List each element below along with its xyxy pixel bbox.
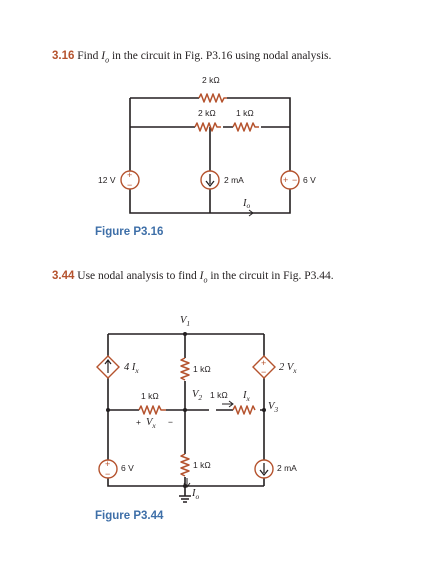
dep-left-sub: x — [134, 366, 139, 375]
io-var: I — [242, 198, 247, 209]
voltage-source-12v — [120, 170, 140, 190]
label-v1: V1 — [180, 315, 190, 328]
io-sub: o — [196, 492, 200, 501]
unknown-var: I — [101, 50, 106, 62]
resistor-2k-mid — [194, 122, 221, 132]
label-4ix: 4 Ix — [124, 362, 139, 375]
io-arrow-icon — [244, 209, 254, 217]
label-12v: 12 V — [98, 175, 116, 185]
dep-left-var: 4 I — [124, 362, 136, 373]
unknown-var-sub: o — [203, 275, 208, 285]
figure-label-p3-16: Figure P3.16 — [95, 226, 164, 238]
plus-sign: + — [105, 459, 110, 469]
minus-sign: − — [261, 367, 266, 377]
label-r-left: 1 kΩ — [141, 391, 159, 401]
ix-var: I — [242, 390, 247, 401]
node-v2-dot — [183, 408, 187, 412]
label-r-v2-v3: 1 kΩ — [210, 390, 228, 400]
label-io: Io — [191, 488, 200, 501]
label-ix: Ix — [242, 390, 251, 403]
label-r-center-bottom: 1 kΩ — [193, 460, 211, 470]
v2-sub: 2 — [198, 393, 202, 402]
io-sub: o — [247, 201, 251, 210]
voltage-source-6v — [98, 459, 118, 479]
minus-sign: − — [105, 469, 110, 479]
ix-arrow-icon — [222, 400, 234, 408]
dep-right-sub: x — [292, 366, 297, 375]
problem-3-44-statement: 3.44 Use nodal analysis to find Io in th… — [52, 270, 334, 284]
resistor-1k-v2-v3 — [232, 405, 256, 415]
node-dot — [106, 408, 110, 412]
label-r-mid-left: 2 kΩ — [198, 108, 216, 118]
label-r-top: 2 kΩ — [202, 75, 220, 85]
v1-sub: 1 — [186, 319, 190, 328]
unknown-var: I — [199, 270, 204, 282]
problem-number: 3.44 — [52, 270, 75, 282]
problem-text-rest: in the circuit in Fig. P3.44. — [207, 270, 334, 282]
arrow-up-icon — [104, 359, 112, 373]
ground-icon — [179, 495, 191, 503]
label-v3: V3 — [268, 401, 278, 414]
problem-3-16-statement: 3.16 Find Io in the circuit in Fig. P3.1… — [52, 50, 331, 64]
vx-var: V — [146, 417, 154, 428]
resistor-2k-top — [198, 93, 227, 103]
voltage-source-6v — [280, 170, 300, 190]
label-r-mid-right: 1 kΩ — [236, 108, 254, 118]
ix-sub: x — [246, 394, 251, 403]
minus-sign: − — [292, 175, 297, 185]
io-var: I — [191, 488, 196, 499]
plus-sign: + — [283, 175, 288, 185]
arrow-down-icon — [205, 174, 215, 188]
problem-number: 3.16 — [52, 50, 75, 62]
label-r-center-top: 1 kΩ — [193, 364, 211, 374]
label-6v: 6 V — [303, 175, 316, 185]
node-v3-dot — [262, 408, 266, 412]
problem-text-rest: in the circuit in Fig. P3.16 using nodal… — [109, 50, 332, 62]
label-vx-plus: + — [136, 417, 141, 427]
unknown-var-sub: o — [105, 55, 110, 65]
label-io: Io — [242, 198, 251, 210]
v3-var: V — [268, 401, 276, 412]
resistor-1k-left — [138, 405, 166, 415]
arrow-down-icon — [259, 463, 269, 477]
figure-label-p3-44: Figure P3.44 — [95, 510, 164, 522]
resistor-1k-center-top — [180, 357, 190, 381]
resistor-1k-mid — [232, 122, 259, 132]
problem-text: Use nodal analysis to find — [77, 270, 200, 282]
label-2ma: 2 mA — [224, 175, 244, 185]
v3-sub: 3 — [273, 405, 278, 414]
label-6v: 6 V — [121, 463, 134, 473]
problem-text: Find — [77, 50, 102, 62]
plus-sign: + — [261, 358, 266, 368]
label-vx: Vx — [146, 417, 156, 430]
vx-sub: x — [151, 421, 156, 430]
dependent-voltage-source-right — [252, 355, 276, 379]
minus-sign: − — [127, 180, 132, 190]
resistor-1k-center-bottom — [180, 453, 190, 477]
circuit-p3-16: + − + − 2 kΩ 2 kΩ 1 kΩ 12 V 2 mA 6 V Io — [98, 75, 316, 217]
v2-var: V — [192, 389, 200, 400]
label-2vx: 2 Vx — [279, 362, 297, 375]
dep-right-var: 2 V — [279, 362, 295, 373]
circuit-p3-44: + − + − V1 4 Ix 1 kΩ 2 Vx V2 1 kΩ Ix V3 … — [96, 315, 297, 503]
label-vx-minus: − — [168, 417, 173, 427]
label-v2: V2 — [192, 389, 202, 402]
io-arrow-icon — [183, 478, 191, 488]
wire — [129, 97, 291, 214]
label-2ma: 2 mA — [277, 463, 297, 473]
plus-sign: + — [127, 170, 132, 180]
node-v1-dot — [183, 332, 187, 336]
v1-var: V — [180, 315, 188, 326]
